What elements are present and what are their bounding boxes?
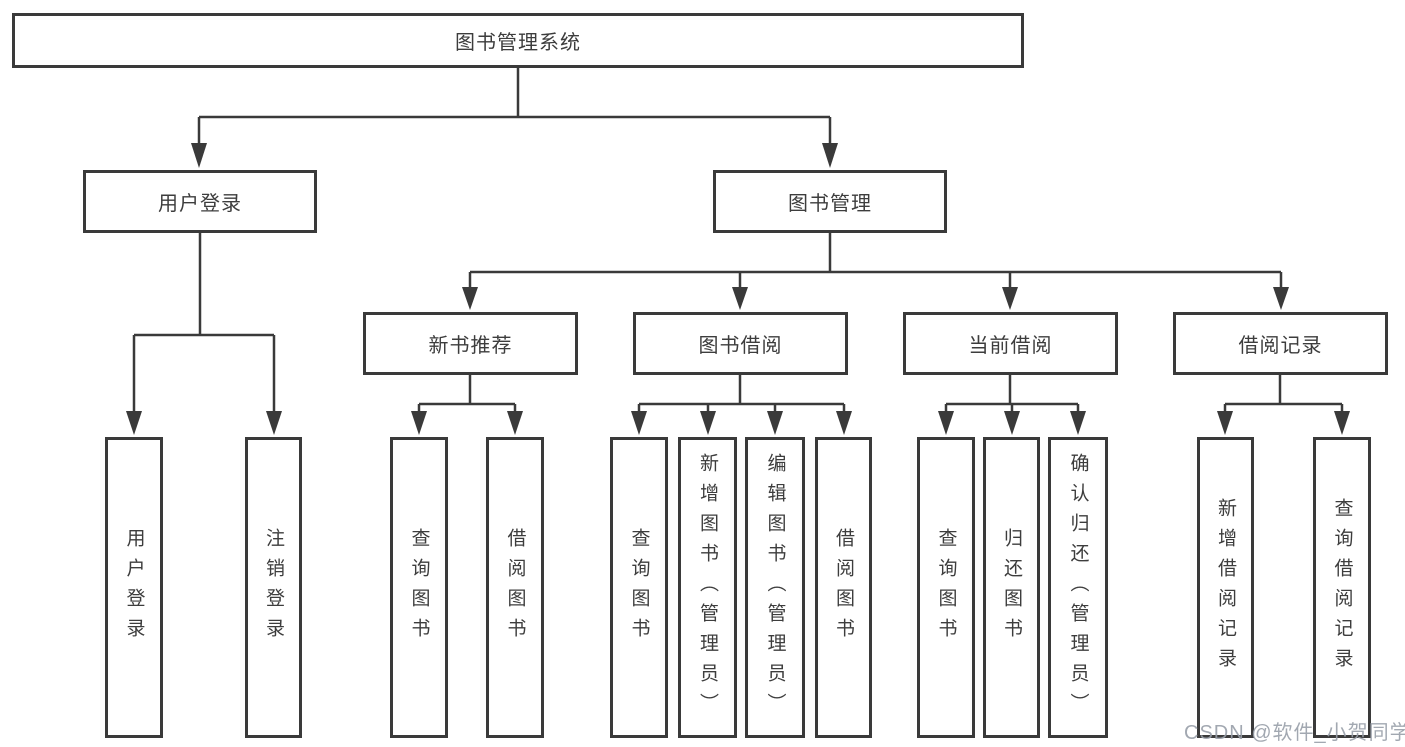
arrowhead-down-icon bbox=[822, 143, 838, 168]
leaf-recommend-query-books: 查询图书 bbox=[390, 437, 448, 738]
arrowhead-down-icon bbox=[732, 287, 748, 310]
leaf-user-login: 用户登录 bbox=[105, 437, 163, 738]
leaf-logout: 注销登录 bbox=[245, 437, 302, 738]
leaf-confirm-return-admin-label: 确认归还（管理员） bbox=[1067, 452, 1089, 723]
node-root: 图书管理系统 bbox=[12, 13, 1024, 68]
leaf-add-borrow-record: 新增借阅记录 bbox=[1197, 437, 1254, 738]
leaf-recommend-borrow-books: 借阅图书 bbox=[486, 437, 544, 738]
arrowhead-down-icon bbox=[191, 143, 207, 168]
leaf-logout-label: 注销登录 bbox=[263, 527, 284, 648]
node-book-management: 图书管理 bbox=[713, 170, 947, 233]
leaf-query-borrow-record-label: 查询借阅记录 bbox=[1331, 497, 1353, 678]
node-current-borrow-label: 当前借阅 bbox=[968, 335, 1053, 357]
node-user-login: 用户登录 bbox=[83, 170, 317, 233]
leaf-confirm-return-admin: 确认归还（管理员） bbox=[1048, 437, 1108, 738]
arrowheads bbox=[126, 143, 1350, 435]
node-book-management-label: 图书管理 bbox=[788, 193, 872, 215]
arrowhead-down-icon bbox=[1002, 287, 1018, 310]
leaf-add-borrow-record-label: 新增借阅记录 bbox=[1215, 497, 1236, 678]
leaf-edit-books-admin: 编辑图书（管理员） bbox=[745, 437, 805, 738]
leaf-user-login-label: 用户登录 bbox=[123, 527, 145, 648]
arrowhead-down-icon bbox=[126, 411, 142, 435]
arrowhead-down-icon bbox=[1334, 411, 1350, 435]
arrowhead-down-icon bbox=[1004, 411, 1020, 435]
arrowhead-down-icon bbox=[411, 411, 427, 435]
leaf-borrow-books: 借阅图书 bbox=[815, 437, 872, 738]
arrowhead-down-icon bbox=[266, 411, 282, 435]
arrowhead-down-icon bbox=[1217, 411, 1233, 435]
node-book-borrow: 图书借阅 bbox=[633, 312, 848, 375]
arrowhead-down-icon bbox=[700, 411, 716, 435]
node-user-login-label: 用户登录 bbox=[158, 193, 242, 215]
leaf-query-borrow-record: 查询借阅记录 bbox=[1313, 437, 1371, 738]
arrowhead-down-icon bbox=[1273, 287, 1289, 310]
node-new-book-recommend: 新书推荐 bbox=[363, 312, 578, 375]
leaf-current-query-books-label: 查询图书 bbox=[935, 527, 957, 648]
arrowhead-down-icon bbox=[938, 411, 954, 435]
leaf-return-books-label: 归还图书 bbox=[1001, 527, 1022, 648]
arrowhead-down-icon bbox=[507, 411, 523, 435]
leaf-borrow-query-books-label: 查询图书 bbox=[628, 527, 650, 648]
node-borrow-records: 借阅记录 bbox=[1173, 312, 1388, 375]
leaf-add-books-admin: 新增图书（管理员） bbox=[678, 437, 737, 738]
arrowhead-down-icon bbox=[836, 411, 852, 435]
leaf-recommend-query-books-label: 查询图书 bbox=[408, 527, 430, 648]
leaf-borrow-query-books: 查询图书 bbox=[610, 437, 668, 738]
leaf-current-query-books: 查询图书 bbox=[917, 437, 975, 738]
node-book-borrow-label: 图书借阅 bbox=[698, 335, 783, 357]
arrowhead-down-icon bbox=[462, 287, 478, 310]
arrowhead-down-icon bbox=[631, 411, 647, 435]
arrowhead-down-icon bbox=[1070, 411, 1086, 435]
node-new-book-recommend-label: 新书推荐 bbox=[428, 335, 513, 357]
csdn-watermark: CSDN @软件_小贺同学 bbox=[1184, 722, 1405, 744]
leaf-edit-books-admin-label: 编辑图书（管理员） bbox=[764, 452, 786, 723]
node-current-borrow: 当前借阅 bbox=[903, 312, 1118, 375]
leaf-add-books-admin-label: 新增图书（管理员） bbox=[697, 452, 718, 723]
arrowhead-down-icon bbox=[767, 411, 783, 435]
leaf-recommend-borrow-books-label: 借阅图书 bbox=[504, 527, 526, 648]
leaf-borrow-books-label: 借阅图书 bbox=[833, 527, 854, 648]
leaf-return-books: 归还图书 bbox=[983, 437, 1040, 738]
node-root-label: 图书管理系统 bbox=[455, 32, 581, 54]
node-borrow-records-label: 借阅记录 bbox=[1238, 335, 1323, 357]
